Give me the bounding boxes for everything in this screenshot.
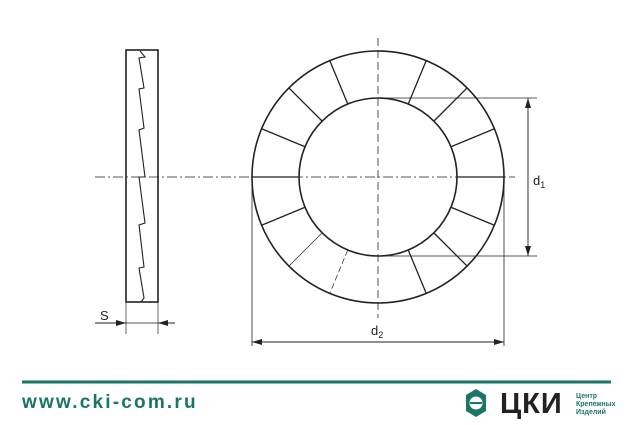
- label-s: S: [100, 308, 109, 323]
- logo-hexagon-icon: [466, 389, 486, 417]
- tooth-line: [288, 87, 323, 122]
- side-view: [125, 49, 159, 303]
- tooth-line: [433, 87, 468, 122]
- tooth-line: [288, 232, 323, 267]
- brand-logo-text: ЦКИ: [500, 388, 563, 420]
- serration-profile: [138, 50, 147, 303]
- teeth-lines: [252, 60, 504, 294]
- tooth-line: [433, 232, 468, 267]
- label-d2: d2: [371, 323, 383, 340]
- tooth-line: [407, 60, 427, 105]
- tooth-line: [329, 60, 349, 105]
- tooth-line: [407, 249, 427, 294]
- website-link[interactable]: www.cki-com.ru: [22, 392, 198, 413]
- label-d1: d1: [533, 173, 545, 190]
- tooth-line: [450, 206, 495, 226]
- tooth-line: [329, 249, 349, 294]
- brand-tagline: Центр Крепежных Изделий: [576, 393, 616, 416]
- tooth-line: [261, 128, 306, 148]
- tooth-line: [261, 206, 306, 226]
- tooth-line: [450, 128, 495, 148]
